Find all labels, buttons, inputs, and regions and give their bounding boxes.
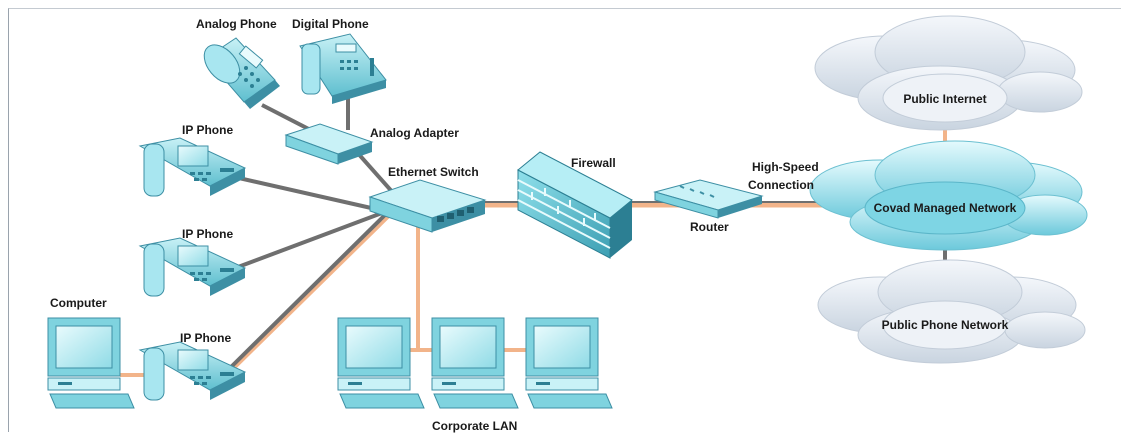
- analog-adapter-icon: [284, 123, 374, 165]
- ethernet-switch-label: Ethernet Switch: [388, 165, 479, 179]
- covad-network-label: Covad Managed Network: [874, 201, 1017, 215]
- voice-link: [229, 174, 381, 212]
- firewall-label: Firewall: [571, 156, 616, 170]
- firewall-icon: [517, 151, 633, 259]
- diagram-frame: [8, 8, 1121, 432]
- ethernet-switch-icon: [368, 179, 487, 233]
- computer-icon: [337, 317, 425, 409]
- router-icon: [653, 179, 764, 219]
- ip-phone-label: IP Phone: [180, 331, 231, 345]
- voice-link: [353, 148, 397, 197]
- voice-link: [224, 206, 394, 374]
- ip-phone-icon: [138, 341, 247, 401]
- digital-phone-icon: [299, 33, 387, 104]
- computer-label: Computer: [50, 296, 107, 310]
- computer-icon: [431, 317, 519, 409]
- data-link: [224, 210, 394, 377]
- ip-phone-icon: [138, 137, 247, 197]
- cloud-public-phone: [817, 259, 1086, 364]
- analog-phone-label: Analog Phone: [196, 17, 277, 31]
- cloud-covad-network: [809, 140, 1088, 251]
- voice-link: [229, 211, 383, 272]
- ip-phone-label: IP Phone: [182, 227, 233, 241]
- public-internet-label: Public Internet: [903, 92, 986, 106]
- analog-adapter-label: Analog Adapter: [370, 126, 459, 140]
- corporate-lan-label: Corporate LAN: [432, 419, 517, 433]
- computer-icon: [47, 317, 135, 409]
- connection-label-line2: Connection: [748, 178, 814, 192]
- router-label: Router: [690, 220, 729, 234]
- ip-phone-label: IP Phone: [182, 123, 233, 137]
- cloud-public-internet: [814, 15, 1083, 131]
- public-phone-label: Public Phone Network: [882, 318, 1009, 332]
- digital-phone-label: Digital Phone: [292, 17, 369, 31]
- computer-icon: [525, 317, 613, 409]
- ip-phone-icon: [138, 237, 247, 297]
- analog-phone-icon: [203, 37, 280, 109]
- connection-label-line1: High-Speed: [752, 160, 819, 174]
